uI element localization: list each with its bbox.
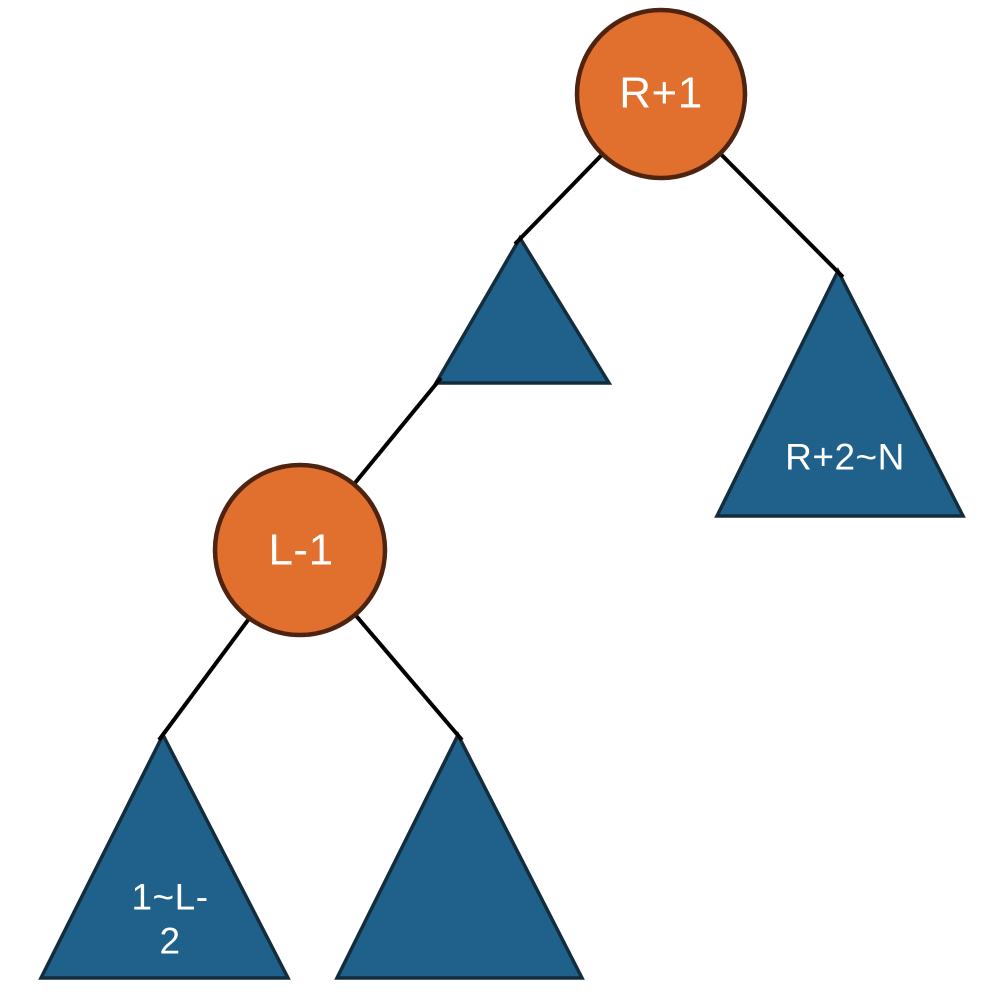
subtree-bottom-middle-shape — [334, 731, 585, 980]
node-r-plus-1-label: R+1 — [619, 69, 702, 118]
subtree-right-shape — [714, 267, 966, 518]
subtree-left-shape — [38, 731, 291, 980]
subtree-left-label: 2 — [159, 921, 180, 962]
node-l-minus-1-shape — [212, 462, 388, 638]
node-r-plus-1-shape — [574, 7, 748, 181]
subtree-left-label: 1~L- — [131, 877, 208, 918]
subtree-right-label: R+2~N — [785, 437, 905, 478]
node-l-minus-1-label: L-1 — [268, 526, 333, 575]
subtree-middle-shape — [432, 234, 613, 385]
